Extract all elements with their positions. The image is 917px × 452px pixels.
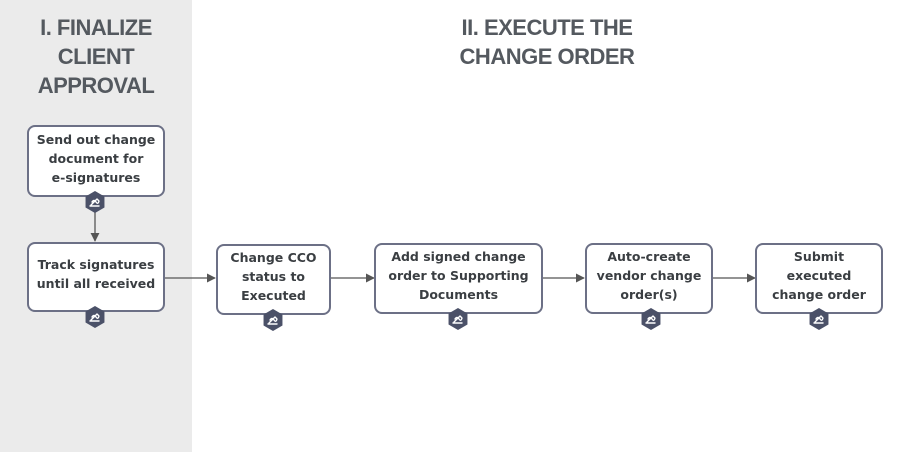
step-label-line: Executed — [241, 288, 306, 303]
phase-title-execute-change-order: II. EXECUTE THE CHANGE ORDER — [420, 13, 674, 71]
signature-pen-icon — [809, 308, 829, 330]
step-label-line: Documents — [418, 287, 499, 302]
step-label-line: order to Supporting — [388, 268, 529, 283]
signature-pen-icon — [85, 306, 105, 328]
phase-title-line: APPROVAL — [37, 73, 155, 98]
step-label-line: vendor change — [596, 268, 702, 283]
step-label-line: e-signatures — [51, 169, 141, 185]
step-label-line: status to — [241, 269, 306, 284]
step-label-line: executed — [786, 268, 852, 283]
step-send-change-document: Send out change document for e-signature… — [27, 125, 165, 197]
signature-pen-icon — [448, 308, 468, 330]
step-add-signed-change-order: Add signed change order to Supporting Do… — [374, 243, 543, 314]
step-label-line: until all received — [36, 276, 156, 291]
step-label-line: document for — [48, 150, 144, 166]
phase-title-finalize-approval: I. FINALIZE CLIENT APPROVAL — [0, 13, 192, 100]
step-submit-executed-change-order: Submit executed change order — [755, 243, 883, 314]
step-change-cco-status: Change CCO status to Executed — [216, 244, 331, 315]
signature-pen-icon — [263, 309, 283, 331]
step-track-signatures: Track signatures until all received — [27, 242, 165, 312]
phase-title-line: I. FINALIZE CLIENT — [40, 15, 152, 69]
step-label-line: Change CCO — [230, 250, 317, 265]
step-label-line: order(s) — [620, 287, 678, 302]
phase-lane-finalize-approval — [0, 0, 192, 452]
step-label-line: Auto-create — [607, 249, 691, 264]
step-label-line: Add signed change — [391, 249, 526, 264]
step-label-line: Track signatures — [37, 257, 155, 272]
phase-title-line: II. EXECUTE THE — [461, 15, 633, 40]
step-label-line: change order — [772, 287, 866, 302]
step-label-line: Send out change — [36, 131, 156, 147]
signature-pen-icon — [85, 191, 105, 213]
signature-pen-icon — [641, 308, 661, 330]
step-auto-create-vendor-change-order: Auto-create vendor change order(s) — [585, 243, 713, 314]
step-label-line: Submit — [793, 249, 845, 264]
phase-title-line: CHANGE ORDER — [459, 44, 635, 69]
